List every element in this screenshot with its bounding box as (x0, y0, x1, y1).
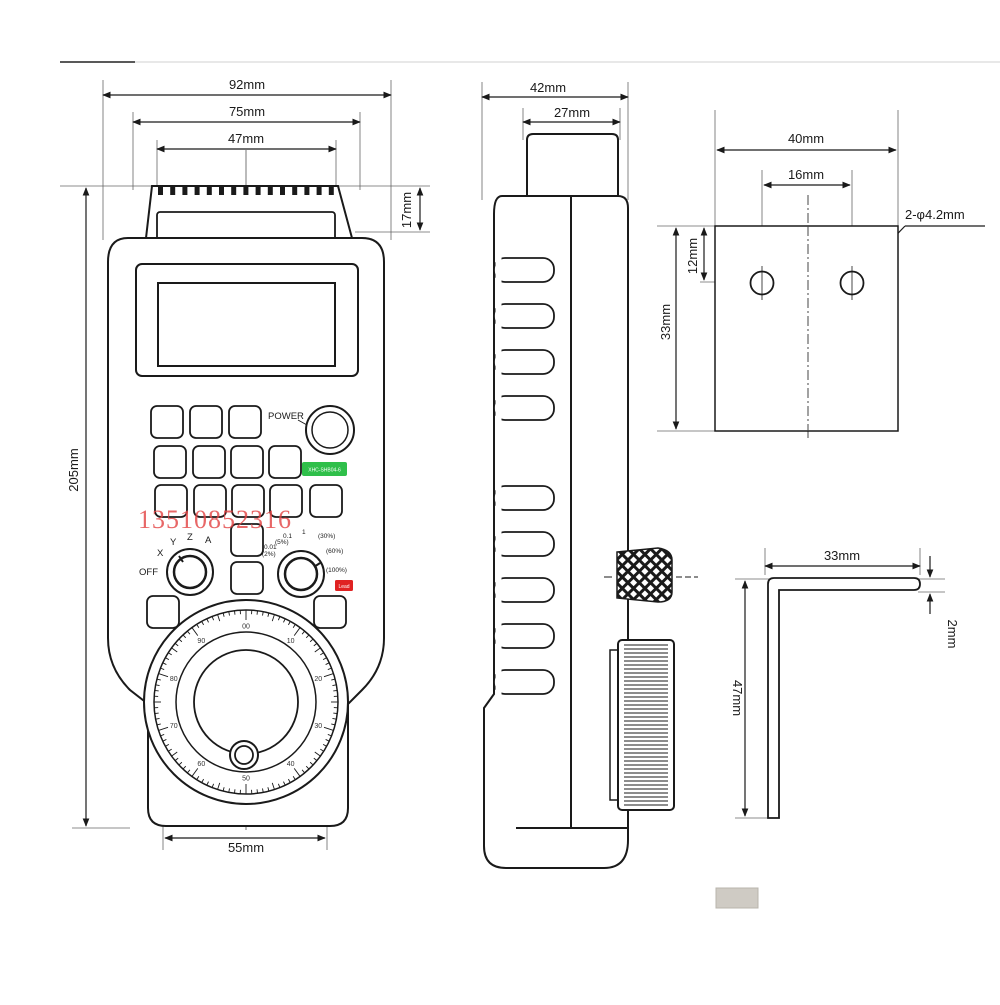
step-value: 0.1 (283, 533, 292, 540)
dial-number: 90 (197, 638, 205, 645)
keypad-button[interactable] (147, 596, 179, 628)
dim-hole-spec: 2-φ4.2mm (905, 207, 965, 222)
model-label: XHC-SHB04-6 (308, 468, 341, 474)
dial-number: 10 (287, 638, 295, 645)
handle-ridge (317, 186, 322, 195)
handle-ridge (195, 186, 200, 195)
dial-number: 50 (242, 776, 250, 783)
keypad-button[interactable] (190, 406, 222, 438)
dial-number: 40 (287, 761, 295, 768)
dim-front-height: 205mm (66, 448, 81, 491)
side-view: 42mm 27mm (482, 80, 698, 868)
handle-ridge (170, 186, 175, 195)
handle-ridge (292, 186, 297, 195)
keypad-button[interactable] (269, 446, 301, 478)
handle-ridge (268, 186, 273, 195)
grip-slot (494, 396, 554, 420)
step-value: (30%) (318, 533, 335, 540)
axis-z-label: Z (187, 532, 193, 543)
handle-ridge (207, 186, 212, 195)
dial-number: 00 (242, 624, 250, 631)
dial-tick (234, 611, 235, 615)
step-value: (5%) (275, 539, 289, 546)
dim-front-width: 92mm (229, 77, 265, 92)
dim-bracket-height: 33mm (658, 304, 673, 340)
step-value: (100%) (326, 567, 347, 574)
dim-profile-thickness: 2mm (945, 620, 960, 649)
watermark: 13510852316 (138, 505, 292, 534)
dial-number: 80 (170, 676, 178, 683)
dial-number: 70 (170, 723, 178, 730)
handle-ridge (231, 186, 236, 195)
grip-slot (494, 670, 554, 694)
bracket-profile-view: 33mm 47mm 2mm (730, 548, 960, 818)
dial-number: 60 (197, 761, 205, 768)
dim-hole-offset: 12mm (685, 238, 700, 274)
grip-slot (494, 486, 554, 510)
handle-ridge (304, 186, 309, 195)
handle-ridge (280, 186, 285, 195)
handle-ridge (329, 186, 334, 195)
step-value: 0.01 (264, 544, 277, 551)
keypad-button[interactable] (151, 406, 183, 438)
bracket-l-profile (768, 578, 920, 818)
dial-number: 30 (314, 723, 322, 730)
side-knurled-knob (617, 548, 672, 602)
bracket-plate (715, 226, 898, 431)
dial-tick (257, 789, 258, 793)
keypad-button[interactable] (310, 485, 342, 517)
dial-tick (333, 713, 337, 714)
step-value: (60%) (326, 548, 343, 555)
front-view: 92mm 75mm 47mm 205mm 17mm 55mm POWER XHC… (60, 77, 430, 855)
grip-slot (494, 624, 554, 648)
dim-bracket-width: 40mm (788, 131, 824, 146)
dim-side-top-depth: 27mm (554, 105, 590, 120)
dim-front-inner-width: 75mm (229, 104, 265, 119)
off-label: OFF (139, 567, 158, 578)
dim-side-depth: 42mm (530, 80, 566, 95)
dial-tick (155, 713, 159, 714)
dim-wheel-width: 55mm (228, 840, 264, 855)
scale-swatch (716, 888, 758, 908)
dial-tick (257, 611, 258, 615)
axis-y-label: Y (170, 537, 177, 548)
step-value: 1 (302, 529, 306, 536)
dim-handle-width: 47mm (228, 131, 264, 146)
grip-slot (494, 350, 554, 374)
keypad-button[interactable] (314, 596, 346, 628)
handle-ridge (182, 186, 187, 195)
lead-label: Lead (338, 584, 349, 590)
bracket-front-view: 40mm 16mm 2-φ4.2mm 33mm 12mm (657, 110, 985, 438)
grip-slot (494, 304, 554, 328)
handwheel[interactable]: 00 10 20 30 40 50 60 70 80 90 (144, 600, 348, 804)
axis-a-label: A (205, 535, 212, 546)
handle-ridge (243, 186, 248, 195)
handle-ridge (158, 186, 163, 195)
grip-slot (494, 578, 554, 602)
dim-hole-spacing: 16mm (788, 167, 824, 182)
dial-tick (234, 789, 235, 793)
dial-tick (333, 690, 337, 691)
handle-ridge (219, 186, 224, 195)
keypad-button[interactable] (229, 406, 261, 438)
dim-profile-height: 47mm (730, 680, 745, 716)
keypad-button[interactable] (231, 562, 263, 594)
handle-ridge (256, 186, 261, 195)
dim-profile-length: 33mm (824, 548, 860, 563)
keypad-button[interactable] (154, 446, 186, 478)
dial-tick (155, 690, 159, 691)
grip-slot (494, 258, 554, 282)
grip-slot (494, 532, 554, 556)
dim-handle-height: 17mm (399, 192, 414, 228)
keypad-button[interactable] (193, 446, 225, 478)
dial-number: 20 (314, 676, 322, 683)
slot-edge-mask (496, 250, 502, 710)
axis-x-label: X (157, 548, 164, 559)
keypad-button[interactable] (231, 446, 263, 478)
step-value: (2%) (262, 551, 276, 558)
